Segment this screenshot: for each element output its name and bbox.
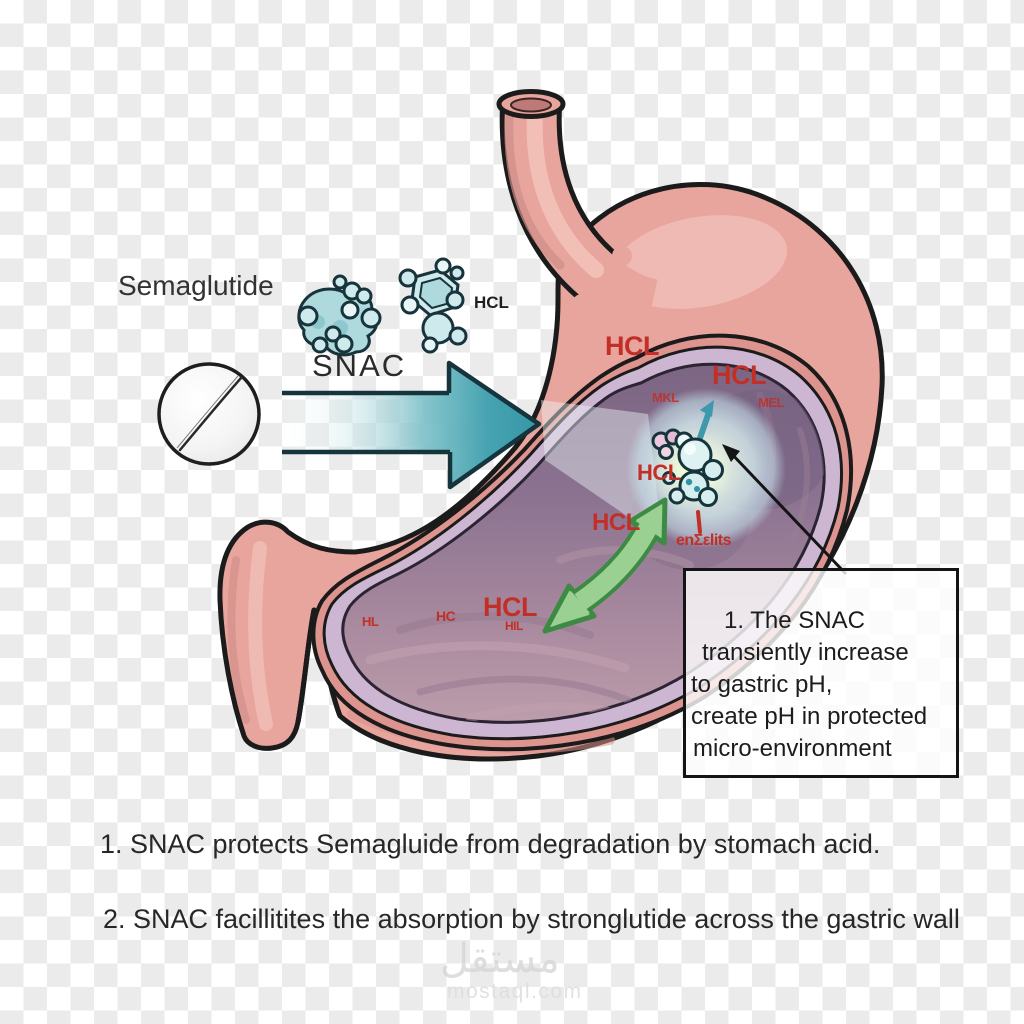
caption-2: 2. SNAC facillitites the absorption by s… — [103, 904, 960, 934]
hcl-molecule-label: HCL — [474, 293, 509, 312]
enzyme-tick-mark — [696, 510, 702, 534]
fundus-highlight — [612, 215, 788, 309]
ph-increase-arrow — [697, 400, 714, 441]
snac-label: SNAC — [312, 348, 407, 383]
snac-molecule-icon — [297, 274, 382, 357]
callout-line: transiently increase — [702, 639, 909, 666]
esophagus — [496, 89, 659, 331]
callout-line: to gastric pH, — [691, 671, 833, 698]
callout-line: create pH in protected — [691, 703, 928, 730]
acid-label: HCL — [637, 460, 681, 485]
acid-label: HCL — [592, 509, 640, 536]
acid-label: HL — [362, 614, 379, 629]
esophagus-shading — [504, 113, 565, 270]
duodenum-shading — [227, 556, 250, 724]
watermark-domain: mostaql.com — [447, 980, 583, 1003]
protection-beam — [541, 400, 662, 540]
acid-label: HCL — [483, 592, 538, 622]
acid-label: HC — [436, 608, 456, 624]
delivery-arrow — [282, 360, 542, 490]
acid-label: HCL — [712, 360, 767, 390]
acid-label: MKL — [652, 390, 679, 405]
hcl-molecule-icon — [398, 257, 468, 354]
callout-pointer — [722, 444, 848, 576]
pill-icon — [157, 362, 261, 466]
protected-molecule-icon — [651, 428, 724, 507]
caption-1: 1. SNAC protects Semagluide from degrada… — [100, 829, 881, 859]
acid-label: HIL — [505, 619, 523, 633]
acid-label: HCL — [605, 331, 660, 361]
semaglutide-label: Semaglutide — [118, 270, 274, 301]
callout-line: micro-environment — [693, 735, 892, 762]
callout-line: 1. The SNAC — [724, 607, 865, 634]
duodenum-highlight — [248, 541, 273, 731]
acid-label: MEL — [758, 395, 784, 410]
watermark-arabic: مستقل — [440, 937, 560, 981]
enzyme-label: enΣεlits — [676, 532, 731, 549]
esophagus-highlight — [526, 106, 604, 278]
esophagus-lumen — [510, 97, 552, 113]
callout-box: 1. The SNAC transiently increase to gast… — [683, 568, 959, 778]
circulation-arrow — [542, 497, 668, 634]
